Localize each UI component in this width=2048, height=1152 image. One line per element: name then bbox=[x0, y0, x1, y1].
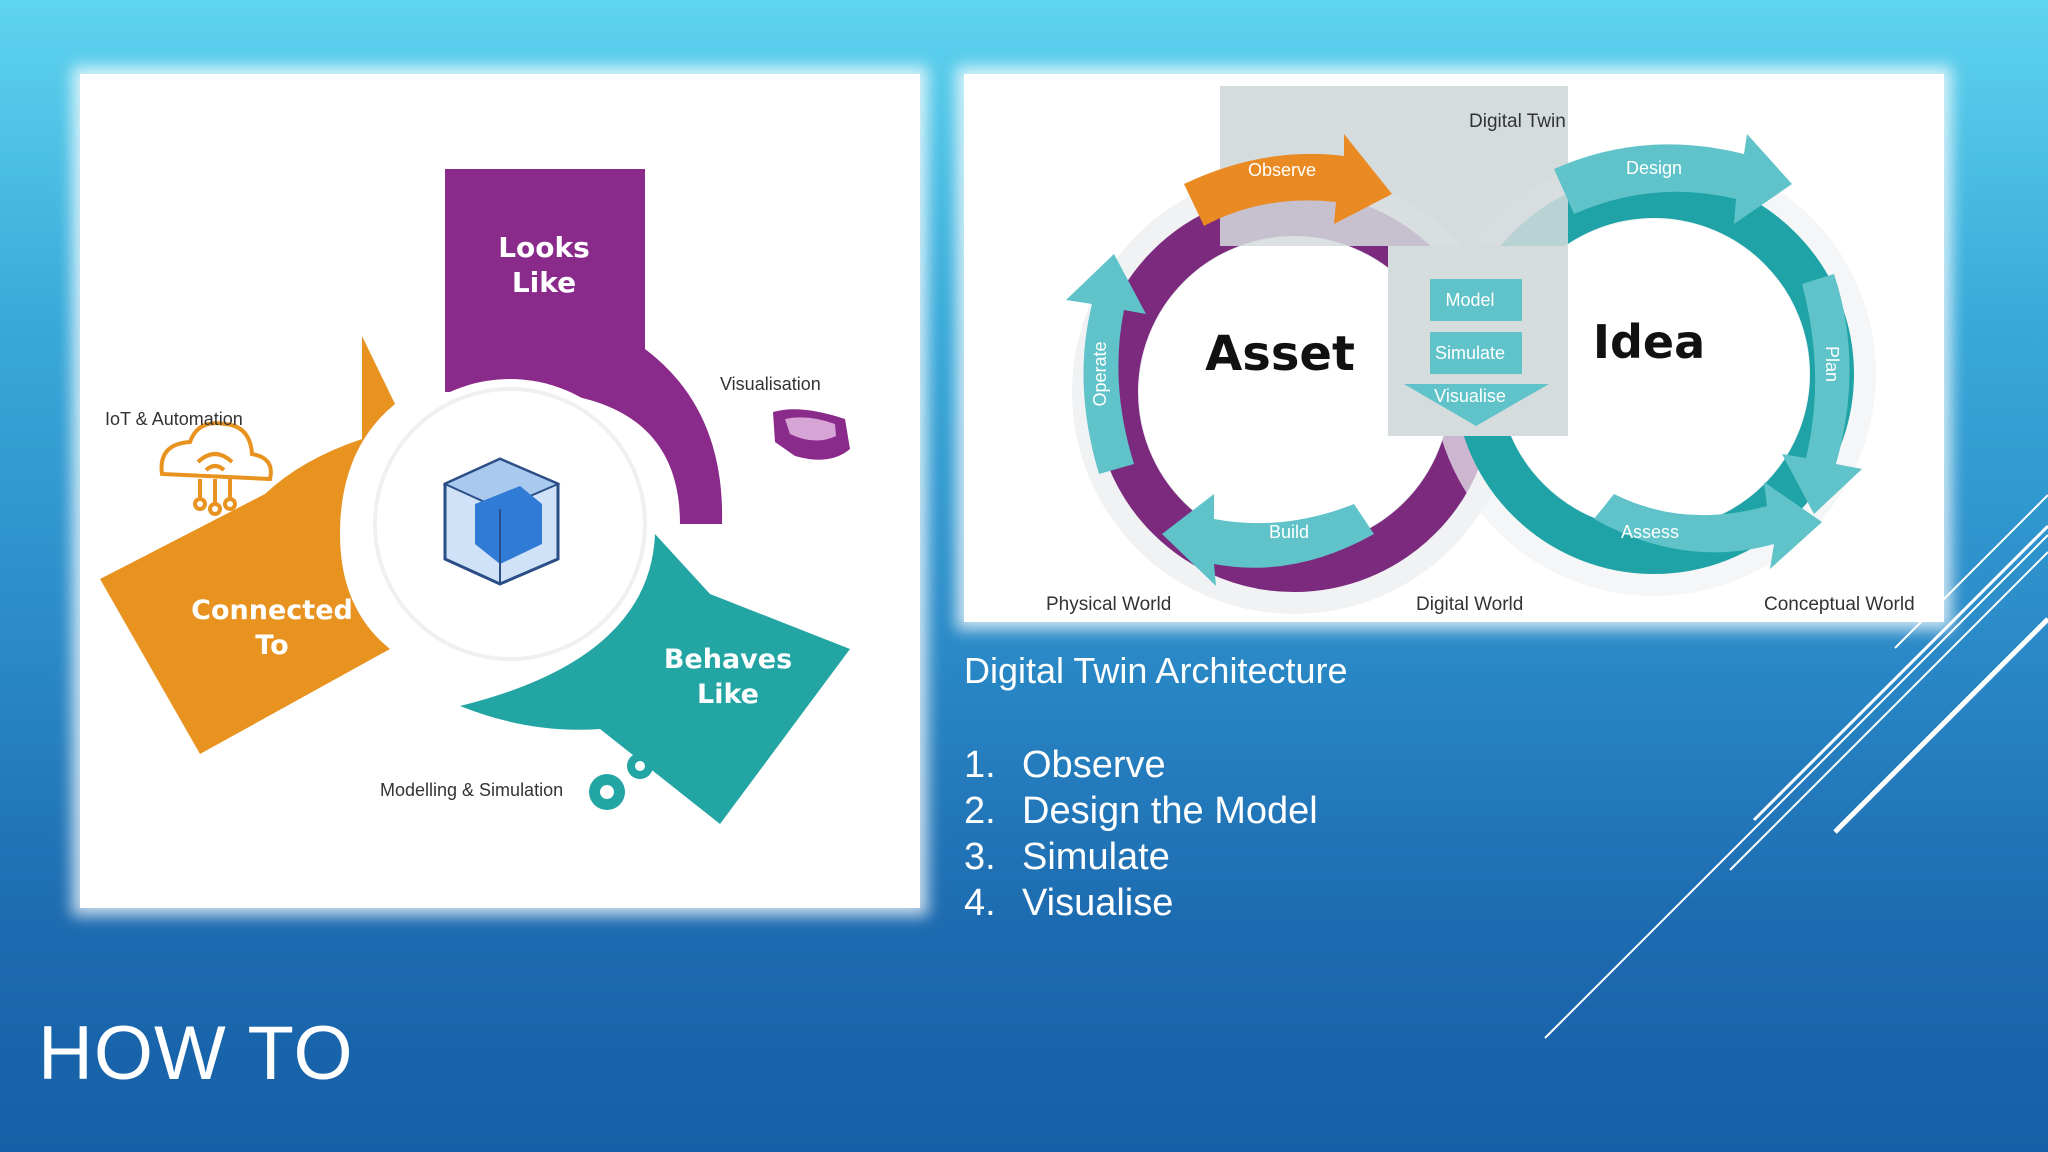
step-text: Visualise bbox=[1022, 882, 1174, 924]
step-text: Observe bbox=[1022, 744, 1166, 786]
design-label: Design bbox=[1626, 158, 1682, 178]
build-arrow bbox=[1162, 494, 1374, 586]
observe-arrow bbox=[1184, 134, 1392, 226]
looks-like-label-line1: Looks bbox=[498, 231, 590, 264]
operate-label: Operate bbox=[1090, 341, 1110, 406]
behaves-like-label-line1: Behaves bbox=[664, 644, 792, 675]
design-arrow bbox=[1554, 134, 1792, 224]
operate-arrow bbox=[1066, 254, 1146, 474]
connected-to-segment bbox=[100, 336, 395, 754]
step-number: 3. bbox=[964, 836, 996, 878]
diagonal-line bbox=[1729, 551, 2048, 871]
steps-list: 1. Observe 2. Design the Model 3. Simula… bbox=[964, 742, 1318, 926]
simulate-label: Simulate bbox=[1435, 343, 1505, 363]
step-item: 3. Simulate bbox=[964, 834, 1318, 880]
conceptual-world-label: Conceptual World bbox=[1764, 594, 1915, 615]
cloud-iot-icon bbox=[159, 421, 273, 516]
behaves-like-segment bbox=[460, 534, 850, 824]
assess-arrow bbox=[1594, 482, 1822, 569]
diagonal-line bbox=[1833, 617, 2048, 834]
behaves-like-label-line2: Like bbox=[697, 679, 759, 710]
modelling-simulation-label: Modelling & Simulation bbox=[380, 780, 563, 800]
diagonal-line bbox=[1544, 534, 2048, 1039]
asset-disc bbox=[1139, 237, 1449, 547]
vr-headset-icon bbox=[773, 409, 850, 460]
connected-to-label-line2: To bbox=[255, 630, 288, 661]
digital-twin-architecture-diagram: Digital Twin Asset Idea Model Simulate V… bbox=[964, 74, 1944, 622]
diagonal-line bbox=[1894, 494, 2048, 649]
slide-title: HOW TO bbox=[38, 1011, 354, 1096]
idea-disc bbox=[1499, 219, 1809, 529]
diagonal-line bbox=[1752, 524, 2048, 822]
step-item: 4. Visualise bbox=[964, 880, 1318, 926]
observe-label: Observe bbox=[1248, 160, 1316, 180]
connected-to-label-line1: Connected bbox=[191, 595, 353, 626]
step-item: 1. Observe bbox=[964, 742, 1318, 788]
left-diagram-svg: Looks Like Connected To Behaves Like IoT… bbox=[100, 169, 850, 824]
digital-twin-label: Digital Twin bbox=[1469, 111, 1566, 132]
step-item: 2. Design the Model bbox=[964, 788, 1318, 834]
asset-label: Asset bbox=[1205, 326, 1355, 382]
model-label: Model bbox=[1445, 290, 1494, 310]
plan-arrow bbox=[1782, 274, 1862, 514]
step-text: Simulate bbox=[1022, 836, 1170, 878]
step-text: Design the Model bbox=[1022, 790, 1318, 832]
diagram-caption: Digital Twin Architecture bbox=[964, 650, 1348, 691]
build-label: Build bbox=[1269, 522, 1309, 542]
visualise-label: Visualise bbox=[1434, 386, 1506, 406]
simulate-box bbox=[1430, 332, 1522, 374]
gears-icon bbox=[589, 753, 653, 810]
step-number: 4. bbox=[964, 882, 996, 924]
cube-icon bbox=[442, 457, 561, 586]
assess-label: Assess bbox=[1621, 522, 1679, 542]
iot-automation-label: IoT & Automation bbox=[105, 409, 243, 429]
looks-like-segment bbox=[445, 169, 723, 524]
physical-world-label: Physical World bbox=[1046, 594, 1171, 615]
visualise-arrow-box bbox=[1404, 384, 1549, 426]
right-diagram-svg: Digital Twin Asset Idea Model Simulate V… bbox=[1046, 86, 1915, 615]
looks-like-label-line2: Like bbox=[512, 266, 576, 299]
idea-label: Idea bbox=[1593, 315, 1705, 369]
step-number: 2. bbox=[964, 790, 996, 832]
looks-behaves-connected-diagram: Looks Like Connected To Behaves Like IoT… bbox=[80, 74, 920, 908]
visualisation-label: Visualisation bbox=[720, 374, 821, 394]
plan-label: Plan bbox=[1822, 346, 1842, 382]
model-box bbox=[1430, 279, 1522, 321]
digital-world-label: Digital World bbox=[1416, 594, 1523, 615]
step-number: 1. bbox=[964, 744, 996, 786]
